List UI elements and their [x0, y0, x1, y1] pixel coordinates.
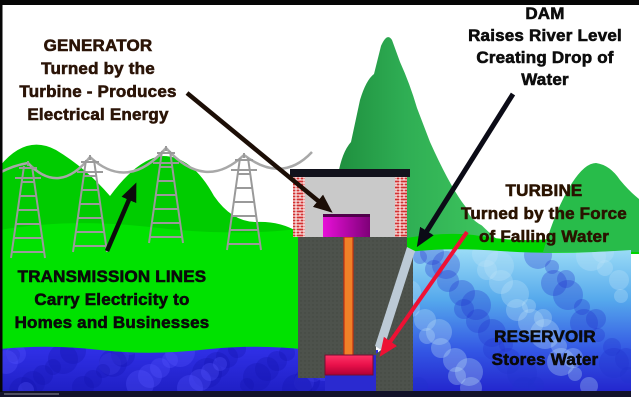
penstock-channel — [375, 247, 415, 351]
turbine-label-heading: TURBINE — [505, 181, 583, 201]
generator-label-line: Turned by the — [41, 59, 155, 79]
bottom-band-speckles — [4, 393, 59, 395]
dam-label: DAM Raises River Level Creating Drop of … — [450, 3, 639, 91]
reservoir-water-bubbles — [407, 249, 631, 395]
transmission-lines-label-line: Carry Electricity to — [34, 290, 190, 310]
turbine-block — [324, 354, 374, 376]
dam-label-line: Water — [521, 70, 569, 90]
dam-structure — [290, 169, 415, 397]
left-border — [0, 0, 3, 392]
dam-right-mass — [371, 255, 413, 397]
generator-label-line: Electrical Energy — [27, 105, 169, 125]
powerhouse-roof — [290, 169, 410, 177]
turbine-label-line: of Falling Water — [478, 227, 610, 247]
green-field — [0, 223, 298, 356]
powerhouse-brick-column-left — [293, 177, 305, 237]
top-border — [0, 0, 639, 5]
transmission-lines-label: TRANSMISSION LINES Carry Electricity to … — [0, 265, 224, 334]
powerhouse-brick-column-right — [395, 177, 407, 237]
transmission-arrow-icon — [104, 182, 137, 252]
generator-label-line: Turbine - Produces — [19, 82, 177, 102]
turbine-arrow-icon — [379, 230, 469, 357]
bottom-band — [0, 391, 631, 397]
transmission-lines-label-heading: TRANSMISSION LINES — [17, 267, 207, 287]
dam-label-line: Creating Drop of — [476, 48, 614, 68]
generator-arrow-icon — [185, 91, 333, 213]
transmission-lines-label-line: Homes and Businesses — [14, 313, 210, 333]
turbine-shaft — [343, 236, 354, 360]
downstream-water — [0, 346, 378, 391]
turbine-label: TURBINE Turned by the Force of Falling W… — [446, 179, 639, 248]
dam-arrow-icon — [416, 92, 516, 248]
generator-block — [323, 217, 370, 237]
turbine-label-line: Turned by the Force — [461, 204, 627, 224]
right-hill — [543, 163, 639, 252]
sky-gap — [466, 176, 554, 232]
reservoir-water — [407, 249, 631, 395]
reservoir-label-line: Stores Water — [491, 350, 599, 370]
dam-label-line: Raises River Level — [468, 26, 622, 46]
generator-label: GENERATOR Turned by the Turbine - Produc… — [5, 34, 191, 126]
generator-label-heading: GENERATOR — [43, 36, 153, 56]
generator-cap — [323, 214, 370, 218]
reservoir-label: RESERVOIR Stores Water — [455, 325, 635, 371]
reservoir-label-heading: RESERVOIR — [494, 327, 596, 347]
dam-label-heading: DAM — [525, 4, 565, 24]
